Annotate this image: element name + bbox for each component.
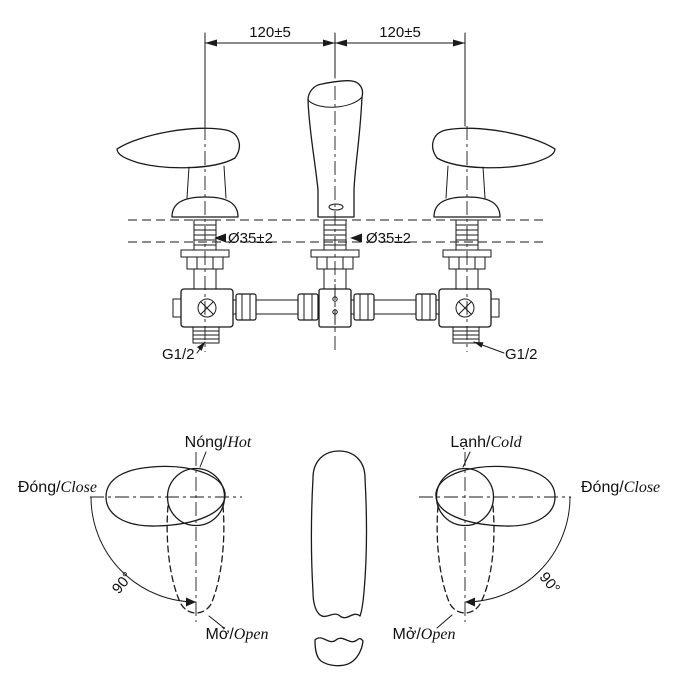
dimension-lines bbox=[204, 32, 466, 127]
hole-diameter-center-label: Ø35±2 bbox=[366, 230, 411, 247]
dim-arrow-center-b bbox=[335, 39, 347, 47]
connecting-pipes bbox=[232, 299, 440, 315]
handle-open-position-left bbox=[166, 505, 225, 614]
handle-open-position-right bbox=[436, 505, 495, 614]
cold-label: Lạnh/Cold bbox=[450, 434, 522, 451]
handle-front-left bbox=[116, 127, 241, 218]
spout-plan bbox=[310, 450, 368, 667]
deck-surface-lines bbox=[128, 219, 546, 243]
front-elevation: 120±5 120±5 bbox=[116, 24, 556, 363]
dim-spacing-left-label: 120±5 bbox=[249, 24, 291, 41]
rotation-angle-left-label: 90° bbox=[109, 569, 137, 597]
close-right-en: Close bbox=[624, 479, 660, 496]
close-left-en: Close bbox=[61, 479, 97, 496]
dim-arrow-right bbox=[453, 39, 465, 47]
cold-label-vi: Lạnh/ bbox=[450, 434, 491, 451]
hot-label-vi: Nóng/ bbox=[185, 434, 228, 451]
spout-logo-mark bbox=[328, 203, 344, 211]
fixture-centerlines bbox=[204, 86, 468, 352]
spout-front bbox=[307, 80, 364, 218]
hole-diameter-left-label: Ø35±2 bbox=[228, 230, 273, 247]
rotation-angle-right-label: 90° bbox=[536, 569, 564, 597]
handle-front-right bbox=[431, 127, 556, 218]
open-right-vi: Mở/ bbox=[393, 626, 422, 643]
hot-label-en: Hot bbox=[226, 434, 252, 451]
hot-label: Nóng/Hot bbox=[185, 434, 252, 451]
open-left-label: Mở/Open bbox=[206, 626, 269, 643]
hole-dia-center-callout: Ø35±2 bbox=[350, 230, 411, 247]
dim-arrow-center-a bbox=[323, 39, 335, 47]
hot-valve-screw bbox=[197, 298, 217, 318]
pipe-coupling-nuts bbox=[235, 293, 437, 321]
valve-body-center bbox=[318, 284, 352, 333]
plan-view: Nóng/Hot Đóng/Close Mở/Open 90° Lạnh/Col… bbox=[18, 434, 661, 667]
valve-body-right bbox=[438, 288, 500, 344]
close-right-label: Đóng/Close bbox=[581, 479, 660, 496]
rotation-arc-left bbox=[90, 496, 197, 603]
shank-center bbox=[310, 219, 360, 290]
handle-cap-left bbox=[166, 467, 226, 527]
handle-cap-right bbox=[435, 467, 495, 527]
cold-label-en: Cold bbox=[490, 434, 522, 451]
open-left-en: Open bbox=[234, 626, 269, 643]
close-right-vi: Đóng/ bbox=[581, 479, 624, 496]
handle-plan-left: Nóng/Hot Đóng/Close Mở/Open 90° bbox=[18, 434, 269, 643]
close-left-label: Đóng/Close bbox=[18, 479, 97, 496]
dim-spacing-right-label: 120±5 bbox=[379, 24, 421, 41]
handle-plan-right: Lạnh/Cold Đóng/Close Mở/Open 90° bbox=[393, 434, 661, 643]
thread-size-right-label: G1/2 bbox=[505, 346, 538, 363]
shank-right bbox=[442, 219, 492, 290]
thread-callout-left: G1/2 bbox=[162, 341, 206, 363]
thread-callout-right: G1/2 bbox=[473, 341, 538, 363]
hole-dia-left-callout: Ø35±2 bbox=[214, 230, 273, 247]
rotation-arc-right bbox=[464, 496, 571, 603]
thread-size-left-label: G1/2 bbox=[162, 346, 195, 363]
valve-body-left bbox=[172, 288, 234, 344]
open-right-label: Mở/Open bbox=[393, 626, 456, 643]
cold-valve-screw bbox=[455, 298, 475, 318]
open-right-en: Open bbox=[421, 626, 456, 643]
close-left-vi: Đóng/ bbox=[18, 479, 61, 496]
spout-break-section bbox=[314, 637, 364, 667]
dim-arrow-left bbox=[205, 39, 217, 47]
open-left-vi: Mở/ bbox=[206, 626, 235, 643]
